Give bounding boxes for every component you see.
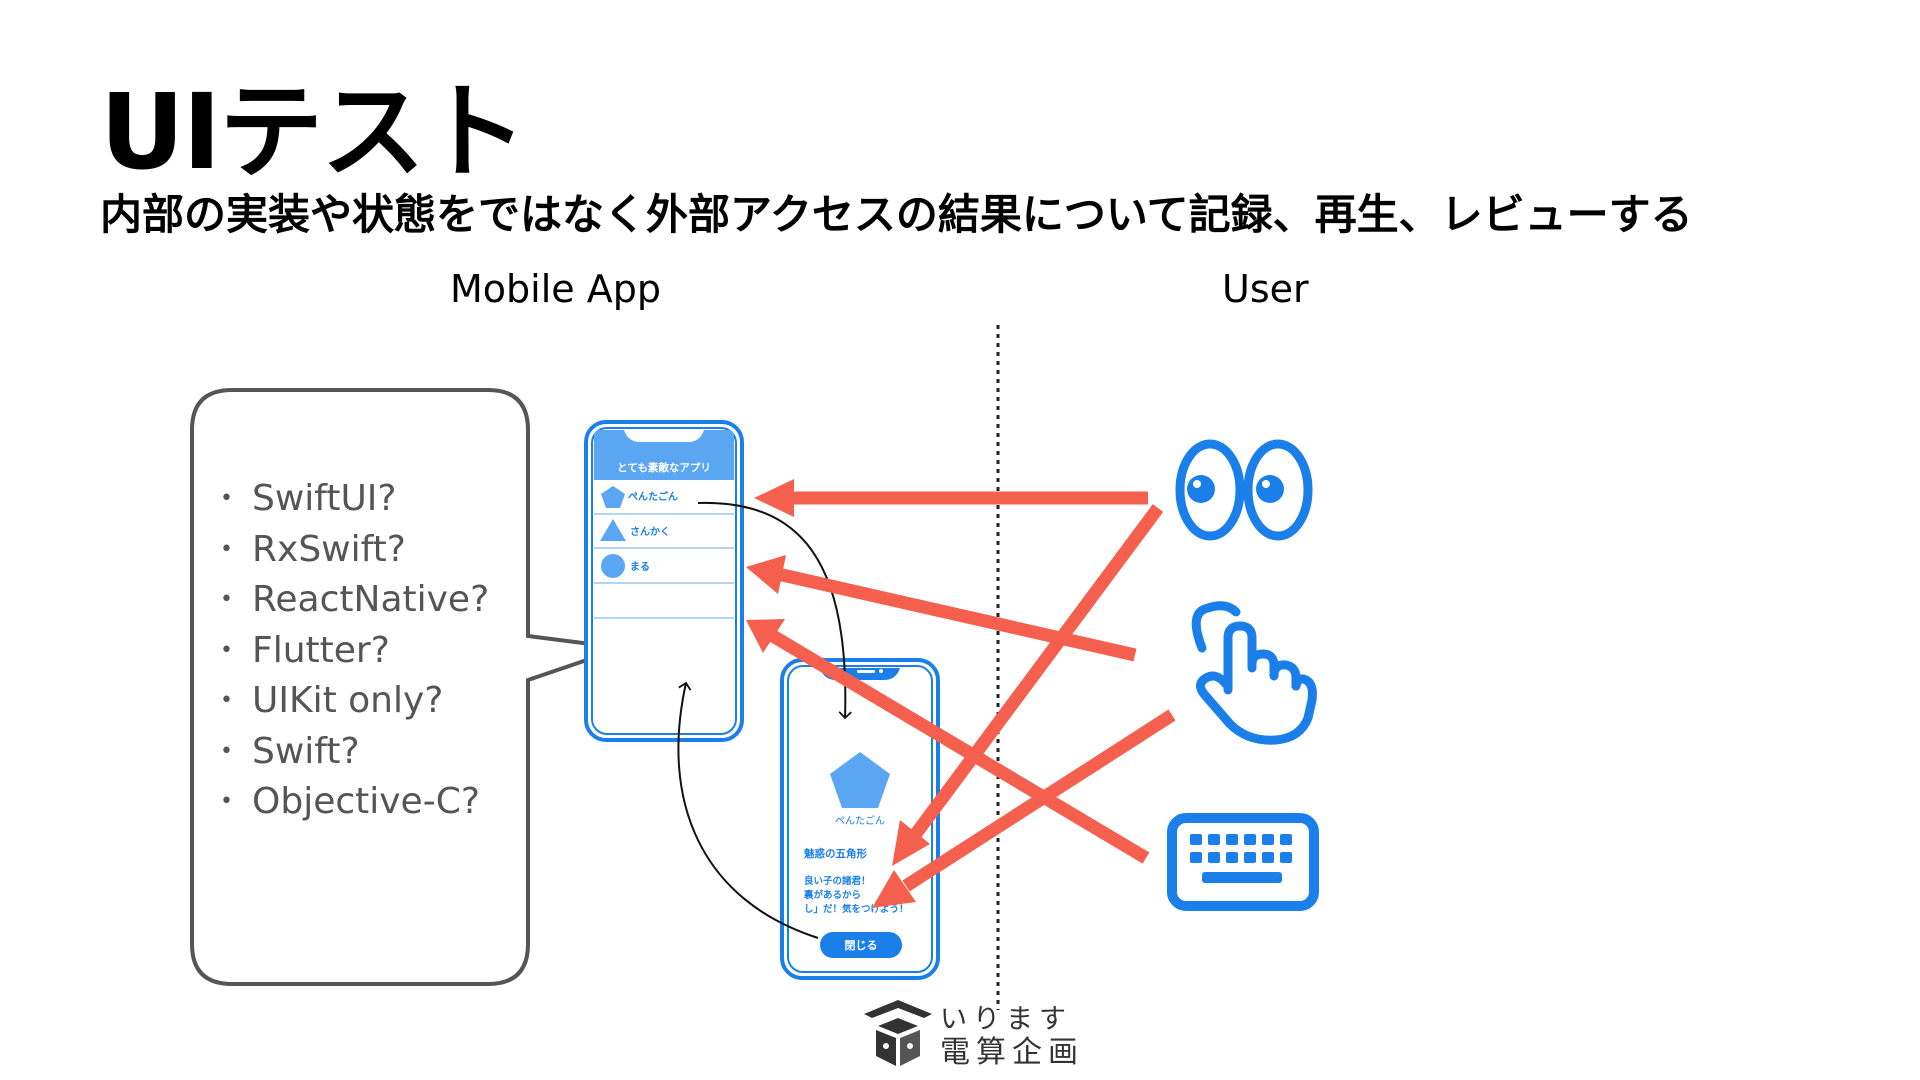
column-label-mobile-app: Mobile App <box>450 267 661 311</box>
detail-body-line: 裏があるから <box>803 889 861 901</box>
close-button-label[interactable]: 閉じる <box>845 939 878 952</box>
phone-list-header: とても素敵なアプリ <box>617 461 711 474</box>
list-item: SwiftUI? <box>220 474 489 525</box>
pentagon-large-icon <box>830 752 890 808</box>
detail-heading: 魅惑の五角形 <box>804 847 867 860</box>
logo-text-line2: 電算企画 <box>940 1035 1084 1070</box>
column-label-user: User <box>1222 267 1309 311</box>
list-item: Flutter? <box>220 626 489 677</box>
logo-icon <box>864 1000 932 1066</box>
pentagon-icon <box>601 486 625 508</box>
slide-subtitle: 内部の実装や状態をではなく外部アクセスの結果について記録、再生、レビューする <box>100 190 1693 239</box>
circle-icon <box>601 554 625 578</box>
hand-pointer-icon <box>1191 601 1317 745</box>
list-row-label[interactable]: さんかく <box>630 526 670 538</box>
logo-text-line1: いります <box>940 1004 1072 1035</box>
list-row-label[interactable]: ぺんたごん <box>628 490 678 503</box>
detail-shape-label: ぺんたごん <box>835 814 885 827</box>
eyes-icon <box>1175 439 1313 541</box>
navigation-arrow-forward <box>697 501 852 720</box>
detail-body-line: 良い子の諸君！ <box>804 875 871 887</box>
slide-title: UIテスト <box>100 71 527 193</box>
keyboard-icon <box>1167 813 1319 911</box>
red-arrows <box>746 479 1176 908</box>
list-row-label[interactable]: まる <box>630 561 650 573</box>
triangle-icon <box>600 519 626 541</box>
close-button-shape[interactable] <box>820 932 902 958</box>
list-item: Objective-C? <box>220 777 489 828</box>
framework-list: SwiftUI? RxSwift? ReactNative? Flutter? … <box>220 474 489 828</box>
phone-list-screen <box>584 420 744 742</box>
list-item: RxSwift? <box>220 525 489 576</box>
navigation-arrow-back <box>677 681 819 939</box>
list-item: ReactNative? <box>220 575 489 626</box>
list-item: Swift? <box>220 727 489 778</box>
list-item: UIKit only? <box>220 676 489 727</box>
